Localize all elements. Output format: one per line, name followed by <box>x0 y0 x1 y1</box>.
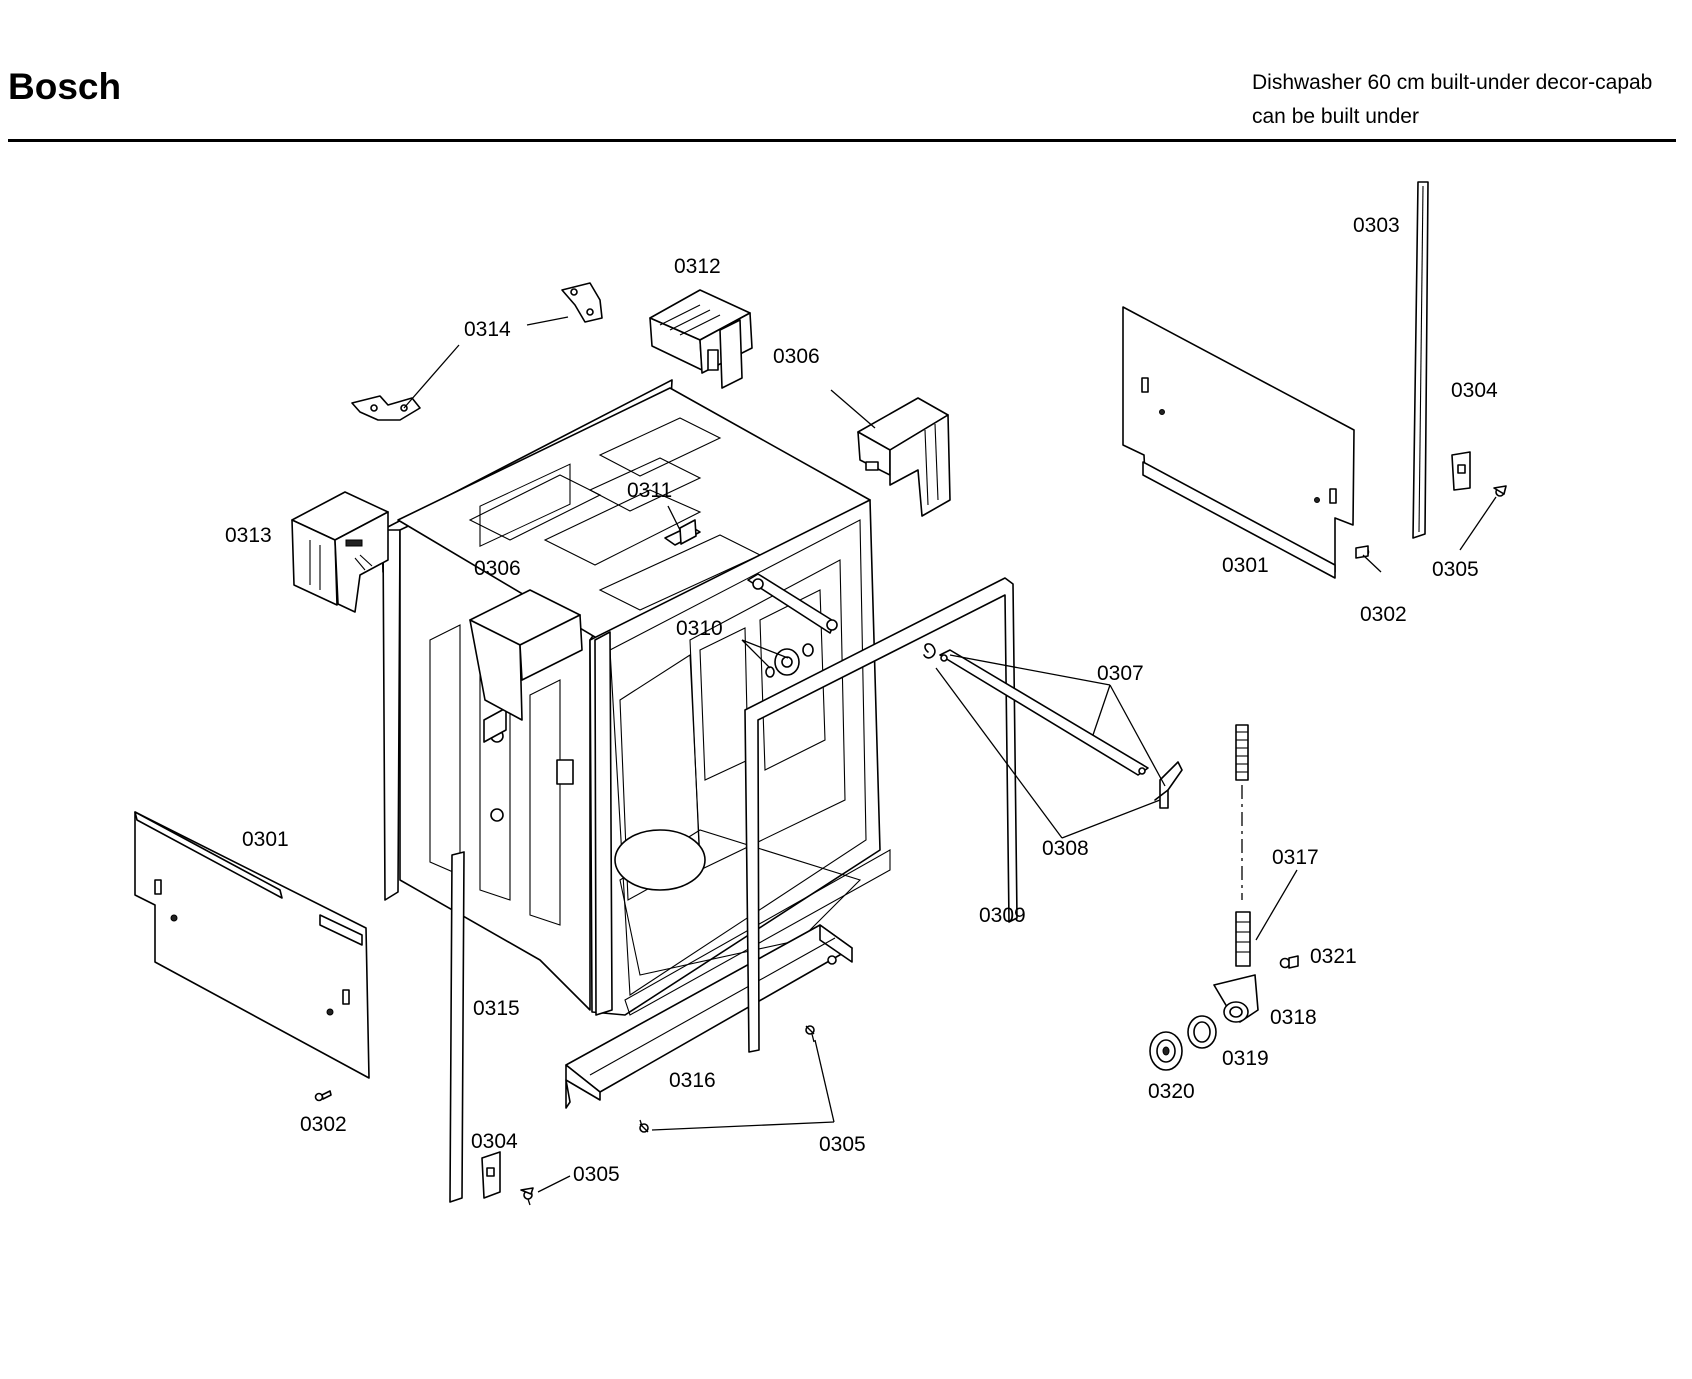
callout-0304-bottom: 0304 <box>471 1130 518 1153</box>
callout-0305-center: 0305 <box>819 1133 866 1156</box>
part-0312-hinge-block <box>649 289 753 389</box>
part-0303-seal-strip <box>1412 181 1429 539</box>
part-0316-bottom-rail <box>565 924 853 1109</box>
callout-0311: 0311 <box>627 479 672 502</box>
part-0305-screw-right <box>1493 485 1507 497</box>
part-0320-foot-pad <box>1149 1031 1183 1071</box>
part-0304-bracket-bottom <box>481 1151 501 1199</box>
callout-0308: 0308 <box>1042 837 1089 860</box>
callout-0312: 0312 <box>674 255 721 278</box>
model-description-line1: Dishwasher 60 cm built-under decor-capab <box>1252 71 1653 94</box>
dishwasher-tub-frame <box>381 379 891 1016</box>
callout-labels: 0312 0314 0306 0311 0313 0306 0310 0301 … <box>225 214 1498 1186</box>
callout-0316: 0316 <box>669 1069 716 1092</box>
part-0305-screw-center-b <box>639 1119 649 1133</box>
header-rule <box>8 139 1676 142</box>
leader-lines <box>403 316 1497 1193</box>
brand-title: Bosch <box>8 66 122 107</box>
part-0314-bracket-top <box>561 282 603 323</box>
callout-0313: 0313 <box>225 524 272 547</box>
part-0317-leveling-screw <box>1235 724 1251 967</box>
part-0308-arm-hook-left <box>923 643 936 659</box>
callout-0319: 0319 <box>1222 1047 1269 1070</box>
callout-0305-bottom: 0305 <box>573 1163 620 1186</box>
part-0301-side-panel-right <box>1122 306 1355 579</box>
part-0311-clip <box>664 519 701 546</box>
callout-0317: 0317 <box>1272 846 1319 869</box>
part-0321-screw <box>1279 955 1299 969</box>
part-0313-hinge-block <box>291 491 389 613</box>
part-0318-foot-housing <box>1213 974 1259 1023</box>
part-0305-screw-bottom <box>520 1187 534 1206</box>
part-0306-brace-mid <box>469 589 583 721</box>
callout-0306-top: 0306 <box>773 345 820 368</box>
part-0306-bracket-top <box>857 397 951 517</box>
part-0302-screw-left <box>314 1090 332 1102</box>
model-description-line2: can be built under <box>1252 105 1419 128</box>
part-0302-screw-right <box>1355 545 1370 559</box>
callout-0315: 0315 <box>473 997 520 1020</box>
part-0304-bracket-right <box>1451 451 1471 491</box>
part-0309-door-seal <box>744 577 1018 1053</box>
callout-0310: 0310 <box>676 617 723 640</box>
callout-0309: 0309 <box>979 904 1026 927</box>
callout-0304-right: 0304 <box>1451 379 1498 402</box>
callout-0302-right: 0302 <box>1360 603 1407 626</box>
callout-0305-right: 0305 <box>1432 558 1479 581</box>
callout-0320: 0320 <box>1148 1080 1195 1103</box>
part-0315-seal-strip <box>449 851 465 1203</box>
callout-0306-mid: 0306 <box>474 557 521 580</box>
callout-0318: 0318 <box>1270 1006 1317 1029</box>
part-0308-arm-hook-right <box>1154 761 1183 809</box>
part-0319-nut-ring <box>1187 1015 1217 1049</box>
callout-0303: 0303 <box>1353 214 1400 237</box>
callout-0301-right: 0301 <box>1222 554 1269 577</box>
part-0307-support-arm <box>939 649 1149 776</box>
callout-0301-left: 0301 <box>242 828 289 851</box>
callout-0307: 0307 <box>1097 662 1144 685</box>
part-0301-side-panel-left <box>134 811 370 1079</box>
part-0305-screw-center-a <box>805 1025 815 1043</box>
callout-0321: 0321 <box>1310 945 1357 968</box>
part-0314-bracket-left <box>351 395 421 421</box>
callout-0302-left: 0302 <box>300 1113 347 1136</box>
callout-0314: 0314 <box>464 318 511 341</box>
